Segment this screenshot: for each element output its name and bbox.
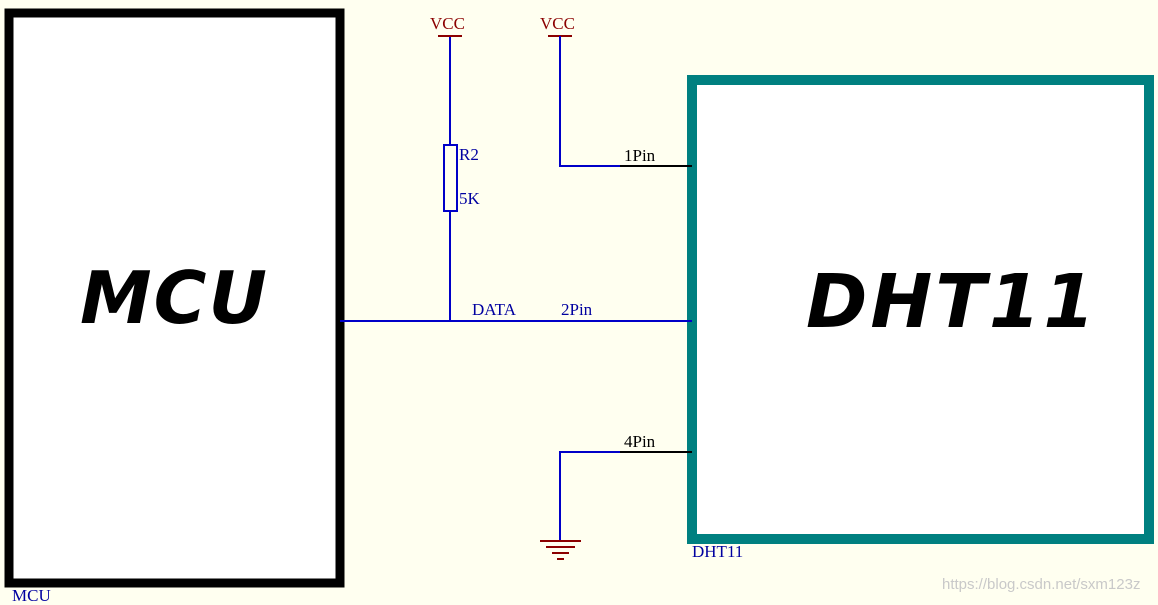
mcu-designator: MCU bbox=[12, 586, 51, 605]
mcu-title: MCU bbox=[80, 256, 269, 340]
ground-symbol bbox=[540, 540, 581, 560]
resistor-ref-label: R2 bbox=[459, 145, 479, 164]
dht11-block bbox=[687, 75, 1154, 544]
vcc-right-label: VCC bbox=[540, 14, 575, 33]
pin4-wire bbox=[559, 451, 692, 541]
pin4-label: 4Pin bbox=[624, 432, 656, 451]
dht11-designator: DHT11 bbox=[692, 542, 744, 561]
pin1-label: 1Pin bbox=[624, 146, 656, 165]
pin2-label: 2Pin bbox=[561, 300, 593, 319]
watermark: https://blog.csdn.net/sxm123z bbox=[942, 576, 1141, 593]
dht11-title: DHT11 bbox=[806, 259, 1098, 345]
data-net-label: DATA bbox=[472, 300, 516, 319]
resistor-value-label: 5K bbox=[459, 189, 480, 208]
mcu-block bbox=[4, 8, 345, 588]
vcc-left-label: VCC bbox=[430, 14, 465, 33]
resistor-r2-symbol bbox=[443, 144, 458, 212]
